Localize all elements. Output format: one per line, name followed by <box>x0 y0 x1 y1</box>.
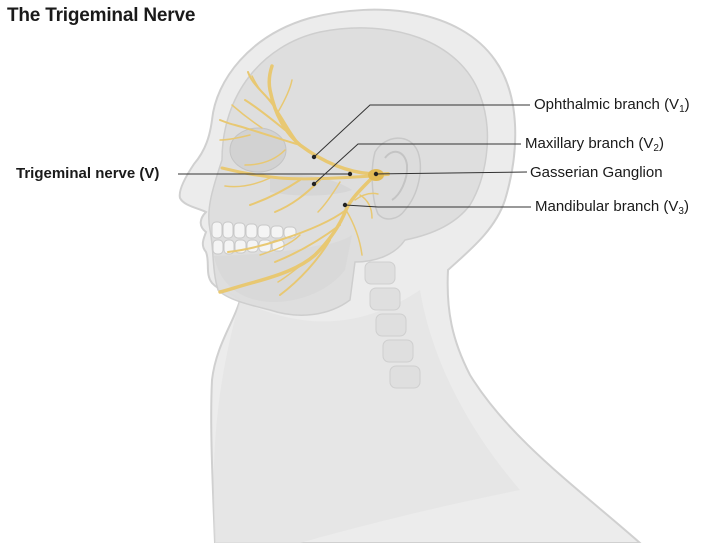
ear-inner <box>384 150 409 201</box>
label-ophthalmic-close: ) <box>684 96 690 113</box>
label-maxillary-text: Maxillary branch (V <box>525 135 654 152</box>
cheekbone <box>270 175 352 196</box>
leader-gasserian <box>375 171 528 175</box>
ear <box>371 137 422 220</box>
neck-shading <box>213 290 520 543</box>
label-mandibular-branch: Mandibular branch (V3) <box>535 198 689 217</box>
label-mandibular-sub: 3 <box>678 206 684 217</box>
leader-ophthalmic <box>313 104 530 158</box>
label-ophthalmic-branch: Ophthalmic branch (V1) <box>534 96 690 115</box>
label-ophthalmic-text: Ophthalmic branch (V <box>534 96 680 113</box>
label-trigeminal-nerve: Trigeminal nerve (V) <box>16 165 160 182</box>
label-mandibular-close: ) <box>683 198 689 215</box>
label-gasserian-ganglion: Gasserian Ganglion <box>530 164 663 181</box>
cervical-spine <box>364 261 421 389</box>
label-mandibular-text: Mandibular branch (V <box>535 198 679 215</box>
leader-lines <box>178 104 531 208</box>
eye-orbit <box>229 127 287 173</box>
leader-dots <box>311 154 379 208</box>
label-ophthalmic-sub: 1 <box>679 104 685 115</box>
label-maxillary-sub: 2 <box>653 143 659 154</box>
leader-maxillary <box>313 143 521 185</box>
label-maxillary-close: ) <box>658 135 664 152</box>
label-maxillary-branch: Maxillary branch (V2) <box>525 135 664 154</box>
nerve-network <box>218 64 390 296</box>
teeth <box>211 221 297 255</box>
figure-title: The Trigeminal Nerve <box>7 5 196 26</box>
leader-mandibular <box>344 204 531 208</box>
